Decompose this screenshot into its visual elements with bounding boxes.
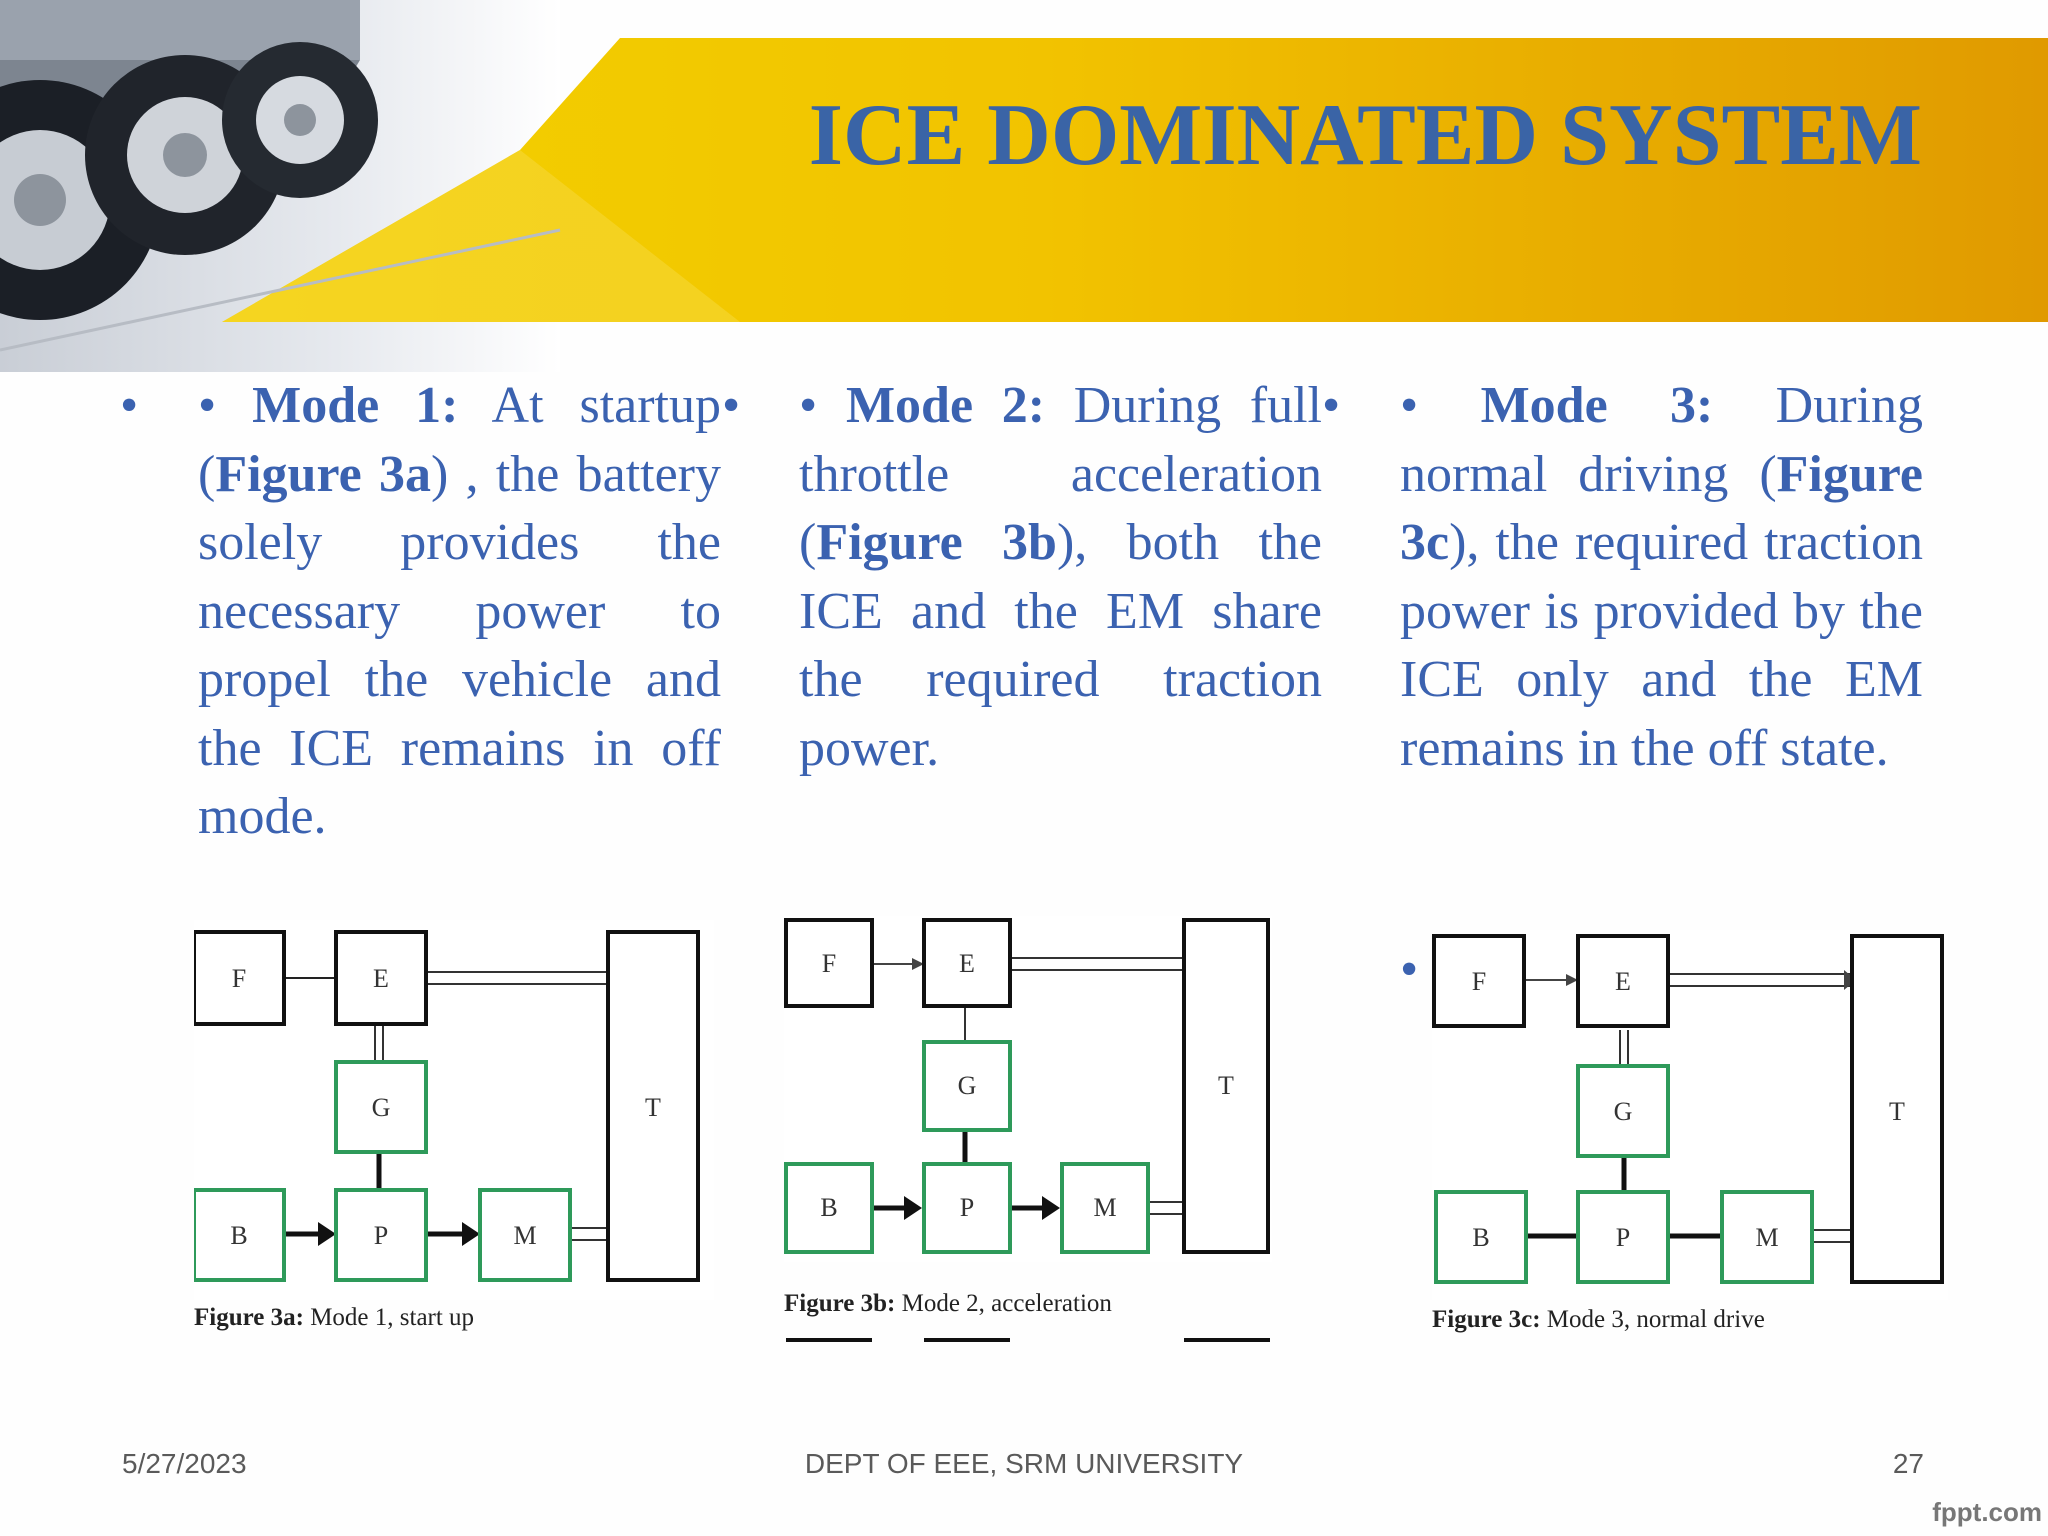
svg-text:F: F	[1472, 967, 1486, 996]
figure-3c-diagram: F E G B P M T	[1432, 930, 1948, 1300]
mode-text: ), both the ICE and the EM share the req…	[799, 514, 1322, 777]
svg-text:B: B	[230, 1221, 247, 1250]
inner-bullet: •	[198, 377, 217, 434]
svg-text:F: F	[232, 964, 246, 993]
svg-text:E: E	[1615, 967, 1631, 996]
box-M: M	[478, 1188, 572, 1282]
inner-bullet: •	[799, 377, 818, 434]
box-F: F	[194, 930, 286, 1026]
caption-text: Mode 3, normal drive	[1540, 1306, 1765, 1333]
box-P: P	[1576, 1190, 1670, 1284]
svg-text:T: T	[1218, 1071, 1234, 1100]
cut-off-box-edge	[786, 1338, 872, 1342]
figure-3b-caption: Figure 3b: Mode 2, acceleration	[784, 1290, 1112, 1318]
footer-date: 5/27/2023	[122, 1448, 247, 1479]
box-B: B	[1434, 1190, 1528, 1284]
box-E: E	[922, 918, 1012, 1008]
slide-title: ICE DOMINATED SYSTEM	[808, 87, 1922, 184]
box-F: F	[784, 918, 874, 1008]
inner-bullet: •	[1400, 377, 1419, 434]
box-F: F	[1432, 934, 1526, 1028]
svg-text:T: T	[645, 1093, 661, 1122]
box-E: E	[1576, 934, 1670, 1028]
figure-ref: Figure 3b	[816, 514, 1057, 571]
truck-image	[0, 0, 561, 352]
figure-3a-diagram: F E G B P M T	[194, 920, 714, 1300]
mode-3-text: • Mode 3: During normal driving (Figure …	[1400, 372, 1923, 783]
box-B: B	[784, 1162, 874, 1254]
mode-text: During normal driving (	[1400, 377, 1923, 503]
box-G: G	[334, 1060, 428, 1154]
figure-3c-caption: Figure 3c: Mode 3, normal drive	[1432, 1306, 1765, 1334]
mode-2-text: • Mode 2: During full throttle accelerat…	[799, 372, 1322, 783]
mode-text: ) , the battery solely provides the nece…	[198, 445, 721, 846]
figure-3a-caption: Figure 3a: Mode 1, start up	[194, 1304, 474, 1332]
caption-label: Figure 3a:	[194, 1304, 304, 1331]
svg-text:M: M	[513, 1221, 536, 1250]
box-P: P	[922, 1162, 1012, 1254]
svg-text:M: M	[1093, 1193, 1116, 1222]
mode-text: During full throttle acceleration (	[799, 377, 1322, 571]
outer-bullet: •	[1322, 377, 1341, 434]
caption-label: Figure 3b:	[784, 1290, 896, 1317]
mode-label: Mode 3:	[1480, 377, 1714, 434]
svg-text:P: P	[960, 1193, 974, 1222]
box-G: G	[922, 1040, 1012, 1132]
box-T: T	[1850, 934, 1944, 1284]
svg-text:M: M	[1755, 1223, 1778, 1252]
brand-watermark: fppt.com	[1932, 1497, 2042, 1527]
caption-label: Figure 3c:	[1432, 1306, 1541, 1333]
outer-bullet: •	[1400, 941, 1419, 998]
box-M: M	[1720, 1190, 1814, 1284]
svg-text:G: G	[372, 1093, 391, 1122]
box-G: G	[1576, 1064, 1670, 1158]
svg-text:G: G	[958, 1071, 977, 1100]
svg-text:P: P	[374, 1221, 388, 1250]
figure-ref: Figure 3a	[215, 445, 431, 503]
mode-text: At startup (	[198, 377, 721, 503]
mode-label: Mode 2:	[845, 377, 1046, 434]
header-banner	[0, 0, 2048, 372]
mode-label: Mode 1:	[252, 377, 459, 434]
mode-text: ), the required traction power is provid…	[1400, 514, 1923, 777]
outer-bullet: •	[722, 377, 741, 434]
caption-text: Mode 1, start up	[303, 1304, 475, 1331]
box-T: T	[606, 930, 700, 1282]
box-P: P	[334, 1188, 428, 1282]
box-B: B	[194, 1188, 286, 1282]
box-M: M	[1060, 1162, 1150, 1254]
svg-text:P: P	[1616, 1223, 1630, 1252]
cut-off-box-edge	[1184, 1338, 1270, 1342]
figure-3b-diagram: F E G B P M T	[784, 916, 1272, 1262]
svg-text:E: E	[373, 964, 389, 993]
svg-text:E: E	[959, 949, 975, 978]
figure-ref: Figure 3c	[1400, 445, 1923, 572]
box-T: T	[1182, 918, 1270, 1254]
svg-text:B: B	[820, 1193, 837, 1222]
outer-bullet: •	[120, 377, 139, 434]
svg-text:T: T	[1889, 1097, 1905, 1126]
mode-1-text: • Mode 1: At startup (Figure 3a) , the b…	[198, 372, 721, 852]
svg-text:G: G	[1614, 1097, 1633, 1126]
caption-text: Mode 2, acceleration	[895, 1290, 1112, 1317]
footer-dept: DEPT OF EEE, SRM UNIVERSITY	[804, 1448, 1244, 1479]
cut-off-box-edge	[924, 1338, 1010, 1342]
svg-text:F: F	[822, 949, 836, 978]
footer-page-number: 27	[1892, 1448, 1924, 1479]
svg-text:B: B	[1472, 1223, 1489, 1252]
box-E: E	[334, 930, 428, 1026]
